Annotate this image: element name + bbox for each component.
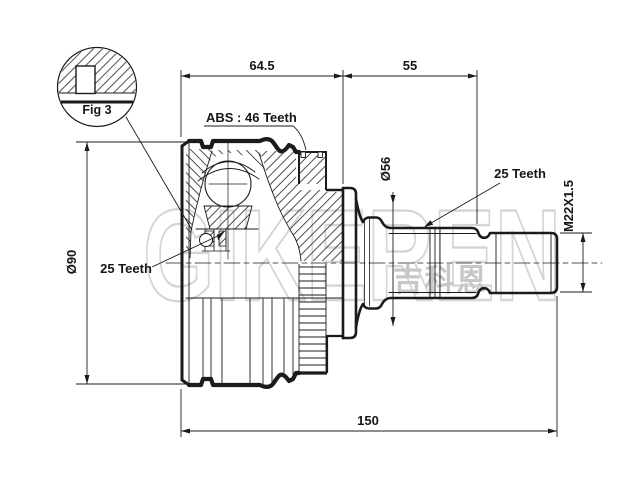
- dimension-64-5: 64.5: [180, 58, 344, 184]
- dimension-diameter-90: Ø90: [64, 141, 190, 385]
- dim-label-25teeth-right: 25 Teeth: [494, 166, 546, 181]
- arrowhead: [580, 283, 586, 292]
- arrowhead: [181, 73, 190, 79]
- arrowhead: [343, 73, 352, 79]
- leader-line: [292, 125, 307, 151]
- abs-ring: [296, 151, 343, 375]
- dim-label-thread: M22X1.5: [561, 180, 576, 232]
- dim-label-abs: ABS : 46 Teeth: [206, 110, 297, 125]
- watermark: GIKEREN 吉科恩: [142, 181, 562, 329]
- arrowhead: [390, 195, 396, 204]
- section-hatch-left: [186, 149, 212, 255]
- arrowhead: [216, 231, 225, 241]
- arrowhead: [548, 428, 557, 434]
- dim-label-d56: Ø56: [378, 157, 393, 182]
- dimension-55: 55: [343, 58, 478, 224]
- arrowhead: [580, 233, 586, 242]
- dim-label-d90: Ø90: [64, 250, 79, 275]
- arrowhead: [84, 142, 90, 151]
- arrowhead: [390, 317, 396, 326]
- abs-ring-teeth: [298, 264, 327, 371]
- dimension-thread: M22X1.5: [560, 180, 592, 293]
- dim-label-150: 150: [357, 413, 379, 428]
- watermark-latin-text: GIKEREN: [143, 182, 561, 328]
- dimension-diameter-56: Ø56: [378, 157, 396, 326]
- hub-bore-circle: [199, 233, 213, 247]
- groove-profile-tab: [75, 65, 96, 95]
- fig3-label: Fig 3: [82, 103, 111, 117]
- detail-hatch: [58, 48, 136, 93]
- section-hatch-top: [209, 150, 265, 170]
- leader-line: [425, 182, 501, 227]
- dimensions: 64.5 55 ABS : 46 Teeth Ø56 25 Teeth: [64, 58, 592, 437]
- fig3-detail-view: Fig 3: [56, 46, 193, 231]
- stub-shaft: [165, 186, 603, 340]
- arrowhead: [181, 428, 190, 434]
- dim-label-64-5: 64.5: [249, 58, 274, 73]
- arrowhead: [468, 73, 477, 79]
- dimension-hub-spline: 25 Teeth: [100, 231, 225, 276]
- dimension-150: 150: [180, 296, 558, 437]
- dim-label-25teeth-left: 25 Teeth: [100, 261, 152, 276]
- bell-outer-contour-bottom: [186, 370, 302, 389]
- section-hatch-body: [261, 151, 343, 261]
- dimension-abs-ring: ABS : 46 Teeth: [204, 110, 307, 151]
- leader-line: [151, 233, 223, 268]
- arrowhead: [424, 220, 434, 227]
- arrowhead: [84, 375, 90, 384]
- dimension-shaft-spline: 25 Teeth: [424, 166, 546, 227]
- cage-arc: [197, 168, 260, 182]
- dim-label-55: 55: [403, 58, 417, 73]
- arrowhead: [334, 73, 343, 79]
- bell-outer-contour-top: [186, 137, 302, 155]
